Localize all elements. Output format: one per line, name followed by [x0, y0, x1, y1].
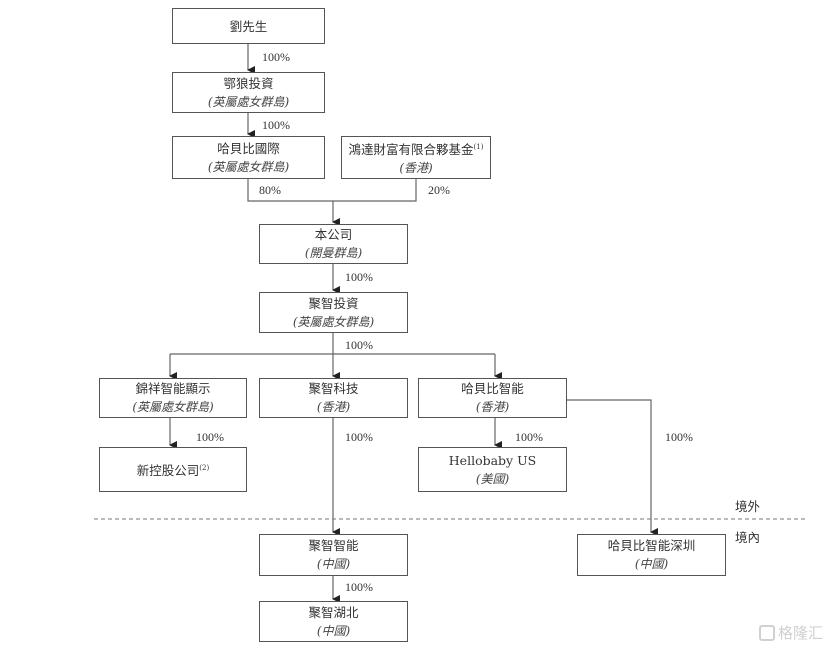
pct-elang-hbb: 100% — [262, 118, 290, 132]
entity-location: (中國) — [634, 557, 669, 571]
entity-name: 新控股公司(2) — [136, 463, 210, 478]
entity-name: 聚智湖北 — [308, 604, 359, 620]
watermark: 格隆汇 — [758, 622, 823, 643]
entity-location: (香港) — [399, 160, 433, 175]
entity-name: 聚智科技 — [308, 381, 359, 396]
entity-new-holdco: 新控股公司(2) — [99, 447, 247, 492]
entity-location: (中國) — [316, 557, 351, 571]
edge-hbbsmart-sz — [567, 399, 658, 536]
entity-name: 鄂狼投資 — [223, 75, 274, 91]
entity-liu: 劉先生 — [172, 8, 325, 44]
entity-name: 錦祥智能顯示 — [135, 381, 211, 396]
entity-name: 聚智投資 — [308, 295, 359, 311]
watermark-logo-icon — [758, 624, 775, 641]
entity-hellobaby: Hellobaby US (美國) — [418, 447, 567, 492]
pct-liu-elang: 100% — [262, 50, 290, 64]
entity-name: 聚智智能 — [308, 538, 359, 553]
entity-location: (英屬處女群島) — [132, 400, 214, 414]
footnote-marker: (1) — [473, 142, 484, 151]
entity-name: 哈貝比智能深圳 — [607, 538, 696, 553]
footnote-marker: (2) — [199, 464, 210, 472]
entity-juzhi-hubei: 聚智湖北 (中國) — [259, 601, 408, 642]
entity-name: 劉先生 — [229, 18, 268, 34]
entity-juzhi-tech: 聚智科技 (香港) — [259, 378, 408, 418]
entity-name: 鴻達財富有限合夥基金(1) — [348, 141, 484, 157]
pct-jinxiang-newco: 100% — [196, 430, 224, 444]
entity-juzhi-inv: 聚智投資 (英屬處女群島) — [259, 292, 408, 333]
entity-location: (美國) — [475, 471, 510, 486]
pct-hongda-company: 20% — [428, 183, 450, 197]
pct-juzhismart-hubei: 100% — [345, 580, 373, 594]
entity-name: Hellobaby US — [448, 452, 537, 468]
entity-company: 本公司 (開曼群島) — [259, 224, 408, 264]
entity-hongda: 鴻達財富有限合夥基金(1) (香港) — [341, 136, 491, 179]
pct-company-juzhi: 100% — [345, 270, 373, 284]
pct-hbbsmart-sz: 100% — [665, 430, 693, 444]
watermark-text: 格隆汇 — [777, 624, 823, 642]
entity-location: (開曼群島) — [304, 246, 363, 260]
entity-jinxiang: 錦祥智能顯示 (英屬處女群島) — [99, 378, 247, 418]
entity-location: (英屬處女群島) — [207, 94, 290, 109]
entity-hbb-smart: 哈貝比智能 (香港) — [418, 378, 567, 418]
zone-onshore-label: 境內 — [735, 530, 761, 545]
entity-juzhi-smart: 聚智智能 (中國) — [259, 534, 408, 576]
entity-name: 本公司 — [314, 227, 353, 242]
zone-offshore-label: 境外 — [735, 499, 761, 514]
pct-hbb-company: 80% — [259, 183, 281, 197]
entity-location: (英屬處女群島) — [207, 159, 290, 174]
pct-hbbsmart-hellobaby: 100% — [515, 430, 543, 444]
entity-hbb-sz: 哈貝比智能深圳 (中國) — [577, 534, 726, 576]
entity-name: 哈貝比智能 — [461, 381, 524, 396]
entity-location: (香港) — [316, 400, 351, 414]
pct-juzhitech-juzhismart: 100% — [345, 430, 373, 444]
edge-hbb-join — [247, 179, 417, 202]
pct-juzhi-subs: 100% — [345, 338, 373, 352]
entity-location: (英屬處女群島) — [292, 314, 375, 329]
entity-elang: 鄂狼投資 (英屬處女群島) — [172, 72, 325, 113]
entity-location: (中國) — [316, 623, 351, 638]
entity-location: (香港) — [475, 400, 510, 414]
entity-hbb-intl: 哈貝比國際 (英屬處女群島) — [172, 136, 325, 179]
entity-name: 哈貝比國際 — [217, 140, 280, 156]
